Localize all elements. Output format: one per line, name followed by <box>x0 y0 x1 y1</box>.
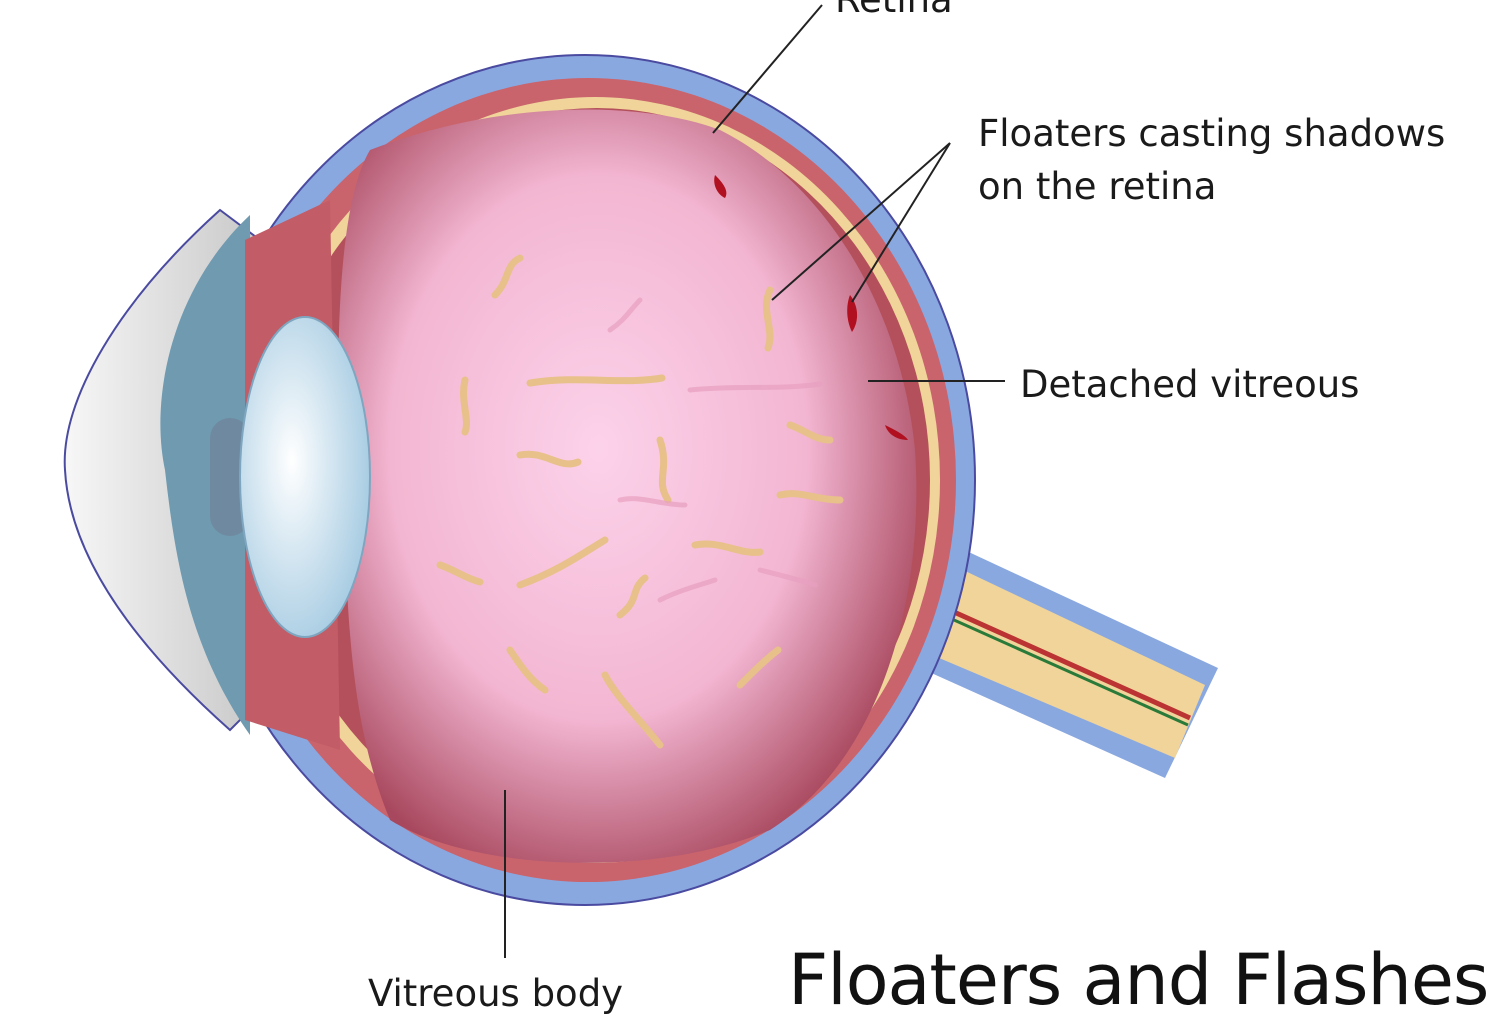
label-retina: Retina <box>835 0 953 18</box>
label-vitreous-body: Vitreous body <box>368 972 624 1015</box>
lens <box>239 316 371 638</box>
diagram-title: Floaters and Flashes <box>788 939 1489 1021</box>
iris <box>160 215 250 735</box>
leader-floaters-1 <box>771 142 951 301</box>
eye-diagram <box>63 4 1218 958</box>
vitreous-body <box>338 109 917 863</box>
label-floaters-line1: Floaters casting shadows <box>978 112 1446 155</box>
leader-floaters-2 <box>851 142 951 303</box>
label-detached-vitreous: Detached vitreous <box>1020 363 1360 406</box>
leader-retina <box>712 4 823 134</box>
label-floaters-line2: on the retina <box>978 165 1217 208</box>
floaters <box>436 254 844 749</box>
